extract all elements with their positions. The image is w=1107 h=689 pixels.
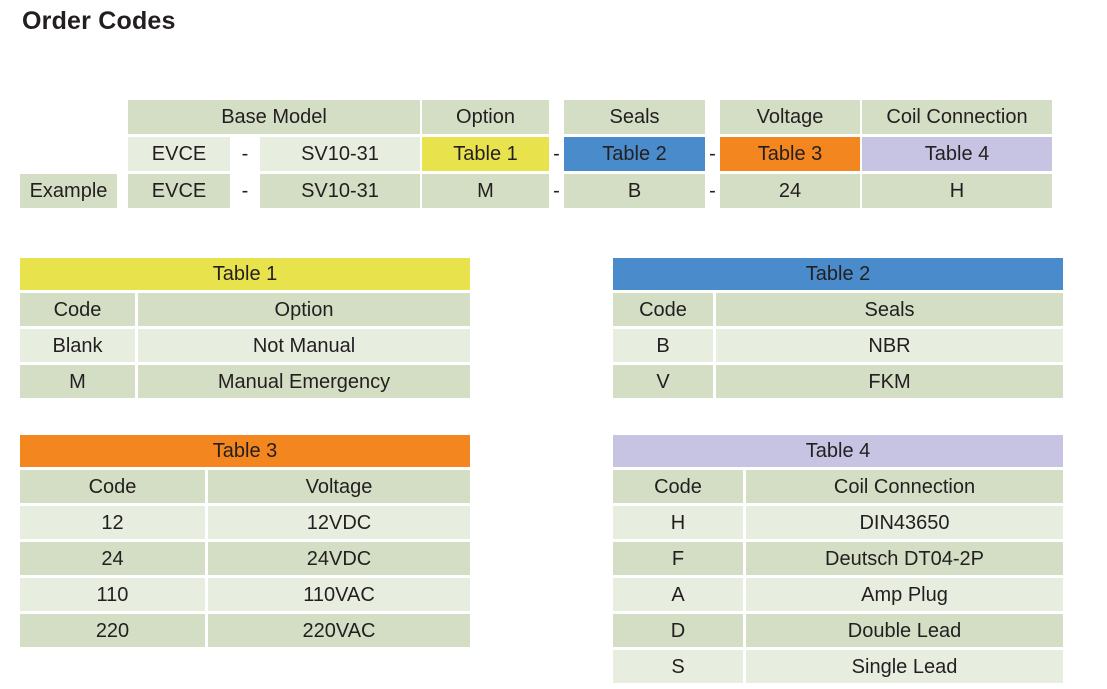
table3-title: Table 3	[20, 435, 470, 467]
table-row: S Single Lead	[613, 650, 1063, 683]
reference-table-2: Table 2 Code Seals B NBR V FKM	[613, 258, 1063, 398]
example-row-label: Example	[20, 174, 117, 208]
page-title: Order Codes	[22, 7, 176, 35]
table-row: F Deutsch DT04-2P	[613, 542, 1063, 575]
table4-row2-code: A	[613, 578, 743, 611]
table-row: B NBR	[613, 329, 1063, 362]
table1-header-code: Code	[20, 293, 135, 326]
example-seals-value: B	[564, 174, 705, 208]
table4-row2-value: Amp Plug	[746, 578, 1063, 611]
table-row: 220 220VAC	[20, 614, 470, 647]
table1-title: Table 1	[20, 258, 470, 290]
header-option: Option	[422, 100, 549, 134]
table4-title: Table 4	[613, 435, 1063, 467]
header-voltage: Voltage	[720, 100, 860, 134]
table1-row0-code: Blank	[20, 329, 135, 362]
table3-row0-code: 12	[20, 506, 205, 539]
table4-row0-value: DIN43650	[746, 506, 1063, 539]
order-table-code-row: EVCE - SV10-31 Table 1 - Table 2 - Table…	[20, 137, 1063, 171]
table4-row3-code: D	[613, 614, 743, 647]
table2-header-row: Code Seals	[613, 293, 1063, 326]
code-row-label-spacer	[20, 137, 117, 171]
table3-row2-code: 110	[20, 578, 205, 611]
table2-row1-code: V	[613, 365, 713, 398]
code-separator-1: -	[241, 143, 249, 165]
table1-row1-value: Manual Emergency	[138, 365, 470, 398]
table4-row3-value: Double Lead	[746, 614, 1063, 647]
code-seals-ref: Table 2	[564, 137, 705, 171]
table4-header-value: Coil Connection	[746, 470, 1063, 503]
table4-header-code: Code	[613, 470, 743, 503]
example-base-suffix: SV10-31	[260, 174, 420, 208]
table3-header-code: Code	[20, 470, 205, 503]
table1-row0-value: Not Manual	[138, 329, 470, 362]
code-gap-1	[117, 137, 128, 171]
table3-header-value: Voltage	[208, 470, 470, 503]
table3-row1-value: 24VDC	[208, 542, 470, 575]
table4-row4-code: S	[613, 650, 743, 683]
header-gap-4	[705, 100, 720, 134]
header-row-label-spacer	[20, 100, 117, 134]
order-code-table: Base Model Option Seals Voltage Coil Con…	[20, 100, 1063, 208]
code-voltage-ref: Table 3	[720, 137, 860, 171]
table3-row3-value: 220VAC	[208, 614, 470, 647]
header-base-model: Base Model	[128, 100, 420, 134]
table4-row1-value: Deutsch DT04-2P	[746, 542, 1063, 575]
header-seals: Seals	[564, 100, 705, 134]
table4-header-row: Code Coil Connection	[613, 470, 1063, 503]
code-separator-3: -	[709, 143, 716, 165]
table-row: 110 110VAC	[20, 578, 470, 611]
code-base-suffix: SV10-31	[260, 137, 420, 171]
code-option-ref: Table 1	[422, 137, 549, 171]
table1-header-row: Code Option	[20, 293, 470, 326]
table2-row1-value: FKM	[716, 365, 1063, 398]
table-row: Blank Not Manual	[20, 329, 470, 362]
code-coil-ref: Table 4	[862, 137, 1052, 171]
table3-header-row: Code Voltage	[20, 470, 470, 503]
table2-row0-code: B	[613, 329, 713, 362]
header-gap-1	[117, 100, 128, 134]
table2-title: Table 2	[613, 258, 1063, 290]
table3-row3-code: 220	[20, 614, 205, 647]
table-row: A Amp Plug	[613, 578, 1063, 611]
example-voltage-value: 24	[720, 174, 860, 208]
table4-row1-code: F	[613, 542, 743, 575]
code-separator-2: -	[553, 143, 560, 165]
reference-table-1: Table 1 Code Option Blank Not Manual M M…	[20, 258, 470, 398]
table4-row4-value: Single Lead	[746, 650, 1063, 683]
example-coil-value: H	[862, 174, 1052, 208]
table2-header-code: Code	[613, 293, 713, 326]
header-gap-3	[549, 100, 564, 134]
reference-table-3: Table 3 Code Voltage 12 12VDC 24 24VDC 1…	[20, 435, 470, 647]
table-row: 24 24VDC	[20, 542, 470, 575]
reference-table-4: Table 4 Code Coil Connection H DIN43650 …	[613, 435, 1063, 683]
example-separator-2: -	[553, 180, 560, 202]
example-separator-3: -	[709, 180, 716, 202]
example-separator-1: -	[241, 180, 249, 202]
code-base-prefix: EVCE	[128, 137, 230, 171]
example-base-prefix: EVCE	[128, 174, 230, 208]
table2-row0-value: NBR	[716, 329, 1063, 362]
example-gap-1	[117, 174, 128, 208]
table3-row0-value: 12VDC	[208, 506, 470, 539]
table-row: H DIN43650	[613, 506, 1063, 539]
table-row: D Double Lead	[613, 614, 1063, 647]
order-table-header-row: Base Model Option Seals Voltage Coil Con…	[20, 100, 1063, 134]
header-coil-connection: Coil Connection	[862, 100, 1052, 134]
table-row: M Manual Emergency	[20, 365, 470, 398]
table3-row2-value: 110VAC	[208, 578, 470, 611]
table1-row1-code: M	[20, 365, 135, 398]
example-option-value: M	[422, 174, 549, 208]
table2-header-value: Seals	[716, 293, 1063, 326]
order-table-example-row: Example EVCE - SV10-31 M - B - 24 H	[20, 174, 1063, 208]
table-row: V FKM	[613, 365, 1063, 398]
table1-header-value: Option	[138, 293, 470, 326]
table3-row1-code: 24	[20, 542, 205, 575]
table4-row0-code: H	[613, 506, 743, 539]
table-row: 12 12VDC	[20, 506, 470, 539]
